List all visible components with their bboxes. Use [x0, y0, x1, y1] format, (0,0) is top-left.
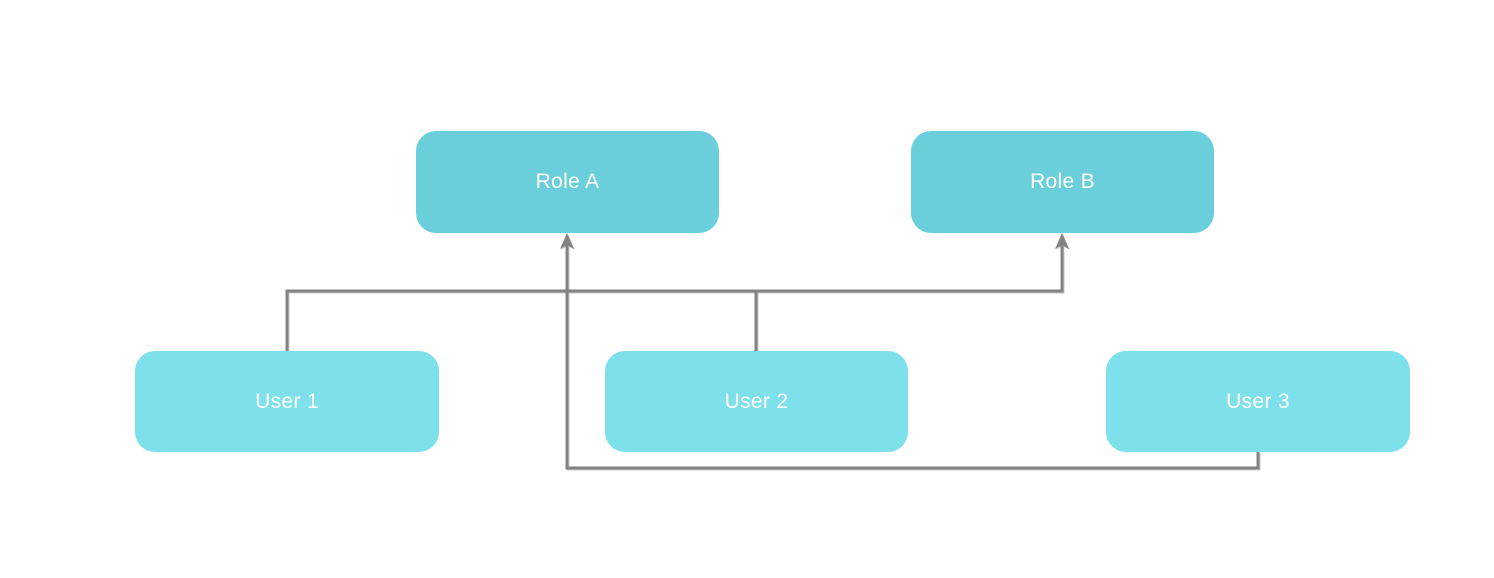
- node-user-1: User 1: [135, 351, 439, 452]
- node-role-b: Role B: [911, 131, 1214, 233]
- edge-user3-to-roleA: [560, 233, 1260, 470]
- node-user-3: User 3: [1106, 351, 1410, 452]
- node-user-3-label: User 3: [1226, 389, 1290, 413]
- edge-user1-to-roleB: [285, 233, 1069, 351]
- node-role-a-label: Role A: [535, 170, 600, 193]
- node-user-2-label: User 2: [724, 389, 789, 413]
- node-user-1-label: User 1: [255, 389, 319, 413]
- node-role-b-label: Role B: [1030, 170, 1095, 193]
- node-role-a: Role A: [416, 131, 719, 233]
- node-user-2: User 2: [605, 351, 908, 452]
